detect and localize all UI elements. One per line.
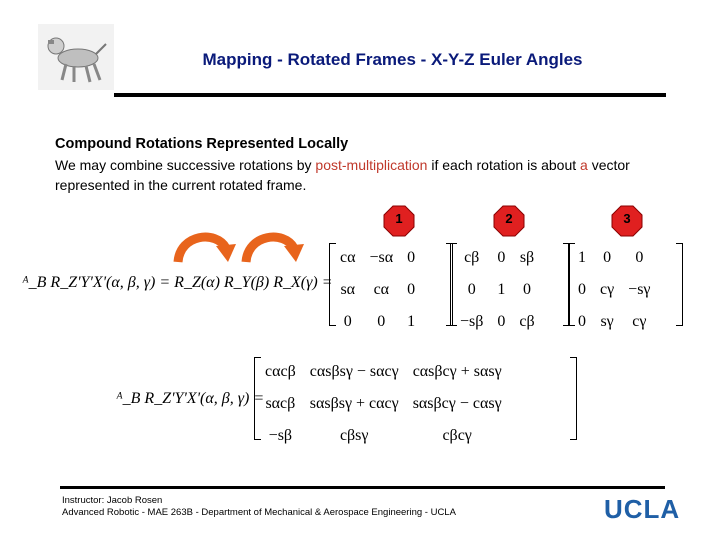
result-cell: sαsβcγ − cαsγ — [412, 395, 502, 412]
page-title: Mapping - Rotated Frames - X-Y-Z Euler A… — [202, 50, 583, 69]
badge-3-label: 3 — [623, 211, 631, 226]
rz-matrix: cα −sα 0 sα cα 0 0 0 1 — [332, 241, 423, 339]
body-text-3: vector represented in the current rotate… — [55, 157, 630, 193]
result-matrix: cαcβ cαsβsγ − sαcγ cαsβcγ + sαsγ sαcβ sα… — [257, 355, 510, 453]
rz-cell: 0 — [407, 281, 416, 298]
rx-cell: sγ — [600, 313, 614, 330]
result-cell: sαcβ — [265, 395, 296, 412]
badge-1: 1 — [383, 205, 415, 237]
result-cell: cαsβcγ + sαsγ — [412, 363, 502, 380]
rz-cell: 1 — [407, 313, 416, 330]
rx-cell: cγ — [600, 281, 615, 298]
rz-cell: sα — [340, 281, 356, 298]
ry-cell: −sβ — [460, 313, 484, 330]
equation-2-lhs: ᴬ_B R_Z'Y'X'(α, β, γ) = — [116, 390, 265, 407]
rx-cell: −sγ — [628, 281, 651, 298]
rx-matrix: 1 0 0 0 cγ −sγ 0 sγ cγ — [570, 241, 659, 339]
ry-bracket-left — [450, 243, 457, 326]
ry-matrix: cβ 0 sβ 0 1 0 −sβ 0 cβ — [452, 241, 543, 339]
rz-bracket-left — [329, 243, 336, 326]
ry-bracket-right — [563, 243, 570, 326]
rx-cell: 1 — [578, 249, 586, 266]
footer-credits: Instructor: Jacob Rosen Advanced Robotic… — [62, 495, 456, 519]
rz-cell: −sα — [369, 249, 394, 266]
ry-cell: 0 — [523, 281, 532, 298]
rx-bracket-right — [676, 243, 683, 326]
rx-cell: cγ — [632, 313, 647, 330]
ry-cell: 0 — [497, 313, 506, 330]
section-heading: Compound Rotations Represented Locally — [55, 136, 349, 152]
ry-cell: cβ — [519, 313, 535, 330]
robot-dog-logo — [38, 24, 114, 90]
title-divider — [114, 93, 666, 97]
rz-cell: cα — [373, 281, 390, 298]
footer-divider — [60, 486, 665, 489]
body-paragraph: We may combine successive rotations by p… — [55, 155, 675, 195]
rz-cell: 0 — [377, 313, 386, 330]
rx-cell: 0 — [603, 249, 612, 266]
result-cell: −sβ — [268, 427, 293, 444]
rx-cell: 0 — [578, 281, 586, 298]
rz-cell: 0 — [343, 313, 352, 330]
rotation-arrows-icon — [173, 232, 304, 263]
rx-cell: 0 — [578, 313, 586, 330]
badge-2-label: 2 — [505, 211, 513, 226]
highlight-post-multiplication: post-multiplication — [315, 157, 428, 173]
ry-cell: 1 — [497, 281, 506, 298]
result-cell: cαsβsγ − sαcγ — [309, 363, 399, 380]
ry-cell: 0 — [497, 249, 506, 266]
footer-course: Advanced Robotic - MAE 263B - Department… — [62, 507, 456, 518]
ry-cell: cβ — [464, 249, 480, 266]
footer-instructor: Instructor: Jacob Rosen — [62, 495, 163, 506]
rx-cell: 0 — [635, 249, 644, 266]
rz-bracket-right — [446, 243, 453, 326]
ry-cell: 0 — [467, 281, 476, 298]
result-bracket-right — [570, 357, 577, 440]
rz-cell: 0 — [407, 249, 416, 266]
result-cell: sαsβsγ + cαcγ — [309, 395, 399, 412]
highlight-a: a — [580, 157, 588, 173]
body-text-2: if each rotation is about — [427, 157, 581, 173]
badge-2: 2 — [493, 205, 525, 237]
rx-bracket-left — [568, 243, 575, 326]
body-text-1: We may combine successive rotations by — [55, 157, 316, 173]
equation-1-lhs: ᴬ_B R_Z'Y'X'(α, β, γ) = R_Z(α) R_Y(β) R_… — [22, 274, 333, 291]
ucla-logo: UCLA — [604, 494, 681, 524]
rz-cell: cα — [340, 249, 356, 266]
result-cell: cβcγ — [442, 427, 472, 444]
ry-cell: sβ — [519, 249, 535, 266]
result-cell: cβsγ — [339, 427, 369, 444]
badge-1-label: 1 — [395, 211, 403, 226]
result-cell: cαcβ — [265, 363, 296, 380]
result-bracket-left — [254, 357, 261, 440]
badge-3: 3 — [611, 205, 643, 237]
